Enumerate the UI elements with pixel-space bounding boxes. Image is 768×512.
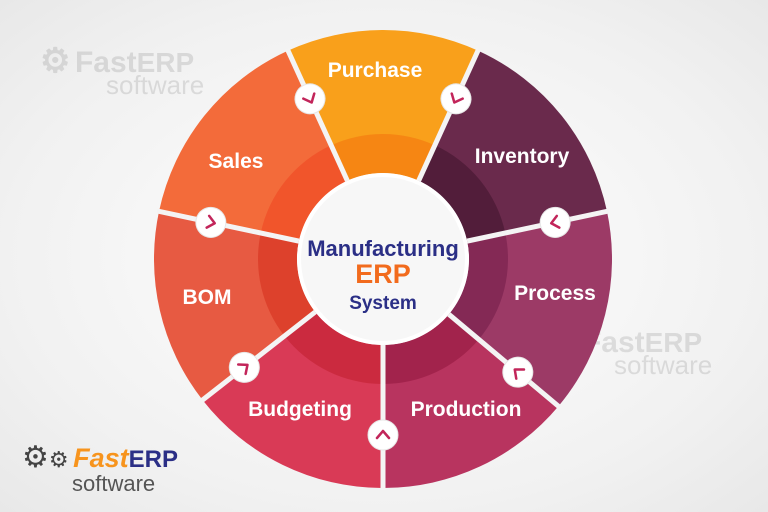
segment-label: Process: [514, 282, 596, 305]
gear-icon: ⚙: [40, 42, 71, 80]
segment-divider: [284, 47, 350, 182]
segment-bom: BOM: [154, 211, 316, 400]
segment-label: Budgeting: [248, 398, 352, 421]
segment-budgeting: Budgeting: [202, 311, 383, 488]
gear-icon: ⚙: [48, 447, 69, 472]
segment-process: Process: [448, 211, 612, 407]
chevron-connector-icon: [539, 206, 571, 238]
chevron-connector-icon: [502, 356, 534, 388]
center-title-line-3: System: [349, 293, 417, 314]
chevron-connector-icon: [367, 419, 399, 451]
chevron-connector-icon: [195, 206, 227, 238]
segment-inner: [257, 233, 316, 336]
segment-inner: [331, 133, 435, 181]
segment-inner: [284, 311, 383, 384]
watermark-top-left: ⚙ FastERP software: [40, 44, 204, 98]
segment-divider: [199, 309, 317, 404]
segment-production: Production: [383, 314, 559, 488]
watermark-name2: ERP: [644, 327, 703, 358]
segment-label: Production: [411, 398, 522, 421]
segment-purchase: Purchase: [288, 29, 478, 181]
watermark-tagline: software: [614, 350, 713, 380]
segment-inner: [260, 145, 348, 242]
logo-tagline: software: [72, 471, 156, 496]
chevron-connector-icon: [294, 83, 326, 115]
segment-divider: [416, 47, 482, 182]
logo-erp: ERP: [128, 446, 178, 473]
watermark-tagline: software: [106, 70, 205, 100]
chevron-connector-icon: [440, 83, 472, 115]
watermark-name1: Fast: [74, 46, 137, 79]
segment-label: Sales: [209, 150, 264, 173]
watermark-name2: ERP: [136, 47, 195, 78]
segment-inner: [383, 314, 479, 384]
logo-fast: Fast: [73, 443, 129, 473]
segment-divider: [466, 208, 610, 244]
segment-divider: [156, 208, 300, 244]
segment-label: BOM: [183, 286, 232, 309]
center-title-line-2: ERP: [355, 259, 411, 289]
segment-inner: [448, 233, 508, 340]
center-circle: [297, 173, 469, 345]
segment-label: Inventory: [475, 145, 570, 168]
gear-icon: ⚙: [22, 441, 49, 474]
segment-divider: [447, 312, 562, 410]
brand-logo: ⚙⚙ FastERP software: [22, 440, 178, 497]
segment-inner: [418, 145, 506, 242]
center-title-line-1: Manufacturing: [307, 236, 459, 261]
segment-label: Purchase: [328, 59, 423, 82]
segment-outer: [288, 29, 478, 181]
chevron-connector-icon: [228, 351, 260, 383]
